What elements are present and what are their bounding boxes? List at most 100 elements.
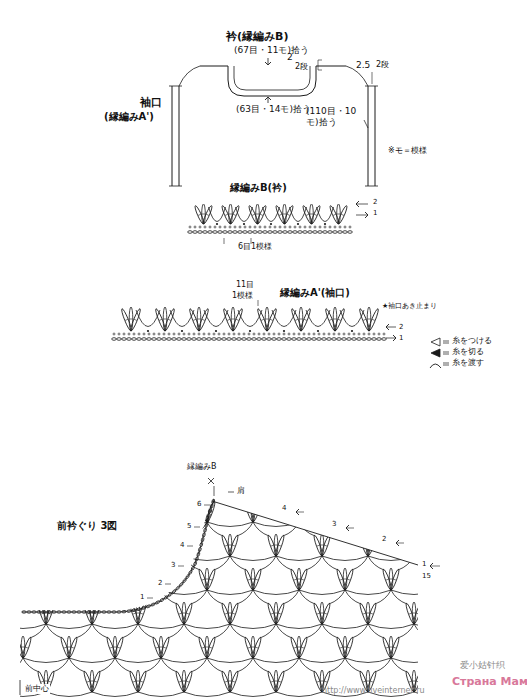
chart-stroke [267,671,278,693]
chart-stroke [389,569,400,591]
chart-stroke [378,334,381,335]
chart-stroke [301,647,304,648]
chart-stroke [146,604,151,608]
chart-stroke [279,227,282,228]
chart-stroke [230,692,276,697]
chart-stroke [125,319,128,320]
chart-stroke [283,334,286,335]
chart-stroke [372,319,375,320]
chart-stroke [175,586,180,591]
chart-stroke [306,624,322,638]
chart-stroke [182,338,187,341]
row-number: 1 [421,560,427,568]
chart-stroke [124,333,125,336]
chart-stroke [391,658,407,672]
chart-stroke [283,231,288,234]
chart-stroke [342,338,347,341]
chart-stroke [192,338,197,341]
chart-stroke [21,500,25,522]
chart-stroke [335,226,336,229]
chart-stroke [164,333,165,336]
chart-stroke [398,488,414,502]
chart-stroke [77,611,81,613]
chart-stroke [296,509,299,515]
chart-stroke [2,477,5,478]
chart-stroke [244,569,255,591]
chart-stroke [334,227,337,228]
chart-stroke [22,499,214,612]
chart-stroke [278,681,281,682]
chart-stroke [140,613,143,614]
chart-stroke [289,227,292,228]
chart-stroke [409,613,412,614]
chart-stroke [256,214,259,215]
chart-stroke [398,624,414,638]
chart-stroke [90,603,101,625]
chart-stroke [341,214,344,215]
chart-stroke [244,227,247,228]
chart-stroke [0,556,16,570]
chart-stroke [336,569,347,591]
chart-stroke [346,525,349,531]
chart-stroke [76,556,92,570]
chart-stroke [393,579,396,580]
chart-stroke [117,611,122,614]
chart-stroke [182,613,185,614]
chart-stroke [225,477,228,478]
chart-stroke [344,227,347,228]
chart-stroke [283,330,285,332]
chart-stroke [182,578,187,583]
stitch-lattice [0,454,483,697]
chart-stroke [343,579,346,580]
chart-stroke [67,511,70,512]
chart-stroke [243,223,245,225]
chart-stroke [177,338,182,341]
chart-stroke [204,333,205,336]
chart-stroke [154,333,155,336]
chart-stroke [309,333,310,336]
chart-stroke [175,467,186,489]
chart-stroke [115,590,131,604]
chart-stroke [294,333,295,336]
chart-stroke [343,647,346,648]
chart-stroke [265,97,271,100]
chart-stroke [292,338,297,341]
chart-stroke [87,545,90,546]
chart-stroke [299,658,345,663]
chart-stroke [44,534,48,556]
chart-stroke [345,522,391,527]
chart-stroke [198,547,202,552]
chart-stroke [225,226,226,229]
chart-stroke [279,333,280,336]
chart-stroke [264,333,265,336]
chart-stroke [123,334,126,335]
chart-stroke [444,488,460,502]
chart-stroke [267,603,278,625]
chart-stroke [294,227,297,228]
chart-stroke [405,535,416,557]
chart-stroke [318,70,322,71]
chart-stroke [118,334,121,335]
row-number: 4 [281,504,287,512]
chart-stroke [237,454,253,468]
chart-stroke [322,556,338,570]
chart-stroke [71,579,74,580]
chart-stroke [67,500,71,522]
chart-stroke [366,613,369,614]
chart-stroke [198,334,201,335]
chart-stroke [187,338,192,341]
chart-stroke [69,590,115,595]
chart-stroke [53,658,69,672]
chart-stroke [222,338,227,341]
chart-stroke [437,590,483,595]
chart-stroke [237,590,253,604]
row-number: 6 [196,500,202,508]
row-number: 3 [170,561,176,569]
chart-stroke [182,477,185,478]
chart-stroke [179,86,180,186]
chart-stroke [136,608,141,611]
chart-stroke [386,579,389,580]
chart-stroke [391,522,407,536]
chart-stroke [421,658,437,672]
chart-stroke [182,671,193,693]
